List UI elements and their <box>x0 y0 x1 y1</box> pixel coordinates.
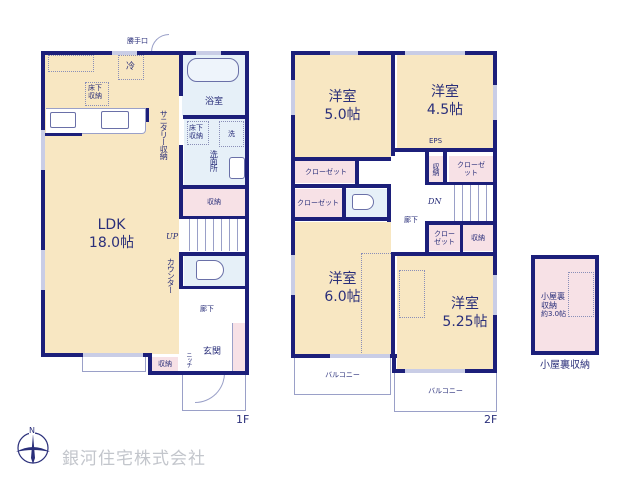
fridge-space <box>118 55 144 80</box>
floor-1f: LDK 18.0帖 冷 床下収納 サニタリー収納 カウンター 浴室 床下収納 洗… <box>0 0 260 430</box>
western-5-label: 洋室 <box>328 88 357 105</box>
western-525-label: 洋室 <box>451 295 479 312</box>
room-storage-1: 収納 <box>429 156 443 182</box>
room-entrance: 玄関 <box>182 331 232 373</box>
bath-label: 浴室 <box>204 96 223 107</box>
wall <box>41 51 249 55</box>
floor-tag-2f: 2F <box>484 413 498 426</box>
attic-ladder-marker <box>399 270 425 318</box>
room-corridor-1f: 廊下 <box>184 289 246 329</box>
western-525-size: 5.25帖 <box>442 314 488 330</box>
balcony-left-label: バルコニー <box>325 371 360 380</box>
washer-space <box>219 121 244 147</box>
stove-icon <box>50 112 76 128</box>
entrance-label: 玄関 <box>202 346 221 357</box>
ceiling-storage-marker <box>48 55 94 72</box>
western-45-size: 4.5帖 <box>426 102 464 118</box>
room-western-5: 洋室 5.0帖 <box>294 54 391 158</box>
shoe-storage <box>232 323 246 373</box>
closet-3-label: クローゼット <box>457 160 485 177</box>
storage-1-label: 収納 <box>432 163 441 175</box>
room-closet-1: クローゼット <box>294 161 358 183</box>
room-western-6: 洋室 6.0帖 <box>294 222 391 354</box>
attic-hatch-6 <box>361 253 393 355</box>
terrace <box>82 355 146 372</box>
compass: N <box>14 426 52 466</box>
room-closet-4: クローゼット <box>429 225 460 251</box>
room-closet-3: クローゼット <box>449 156 493 182</box>
floor-attic: 小屋裏収納 約3.0帖 小屋裏収納 <box>528 252 608 372</box>
porch <box>182 373 246 411</box>
stairs-down-label: DN <box>428 197 442 206</box>
washroom-label: 洗面所 <box>209 150 219 171</box>
balcony-right-label: バルコニー <box>428 387 463 396</box>
stairs-1f <box>182 219 246 251</box>
toilet-2f-icon <box>352 194 374 210</box>
room-attic: 小屋裏収納 約3.0帖 <box>531 255 599 355</box>
ldk-label: LDK <box>97 216 126 233</box>
room-storage-hall: 収納 <box>182 188 246 216</box>
underfloor-storage-kitchen-label: 床下収納 <box>88 84 102 101</box>
underfloor-storage-wash-label: 床下収納 <box>189 124 203 141</box>
attic-tag: 小屋裏収納 <box>540 360 590 371</box>
stairs-2f <box>447 185 493 221</box>
closet-4-label: クローゼット <box>434 229 455 246</box>
bathtub-icon <box>187 58 239 82</box>
attic-room-label: 小屋裏収納 <box>541 291 565 310</box>
floor-tag-1f: 1F <box>236 413 250 426</box>
room-western-525: 洋室 5.25帖 <box>397 256 493 370</box>
western-5-size: 5.0帖 <box>324 107 361 123</box>
washbasin-icon <box>229 157 245 179</box>
room-closet-2: クローゼット <box>294 189 342 217</box>
storage-2-label: 収納 <box>471 233 485 242</box>
back-door-label: 勝手口 <box>127 37 148 45</box>
room-storage-entrance: 収納 <box>152 357 178 371</box>
western-6-label: 洋室 <box>328 270 357 287</box>
underfloor-storage-kitchen <box>85 82 109 106</box>
ldk-size: 18.0帖 <box>88 235 135 251</box>
compass-north-label: N <box>29 426 35 435</box>
closet-1-label: クローゼット <box>305 167 347 176</box>
counter-label: カウンター <box>166 258 176 293</box>
corridor-2f-label: 廊下 <box>404 216 418 224</box>
storage-entrance-label: 収納 <box>158 359 172 368</box>
western-6-size: 6.0帖 <box>324 289 361 305</box>
western-45-label: 洋室 <box>431 83 459 100</box>
attic-hatch <box>568 272 594 317</box>
floor-2f: 洋室 5.0帖 洋室 4.5帖 EPS クローゼット クローゼット 収納 クロー… <box>291 51 498 426</box>
closet-2-label: クローゼット <box>297 198 339 207</box>
sanitary-storage-label: サニタリー収納 <box>159 110 169 159</box>
sink-icon <box>101 111 129 129</box>
company-name: 銀河住宅株式会社 <box>62 449 206 469</box>
underfloor-storage-wash <box>187 121 209 145</box>
storage-hall-label: 収納 <box>207 197 221 206</box>
room-western-45: 洋室 4.5帖 <box>397 54 493 148</box>
washer-label: 洗 <box>228 130 235 138</box>
room-storage-2: 収納 <box>463 225 493 251</box>
balcony-right: バルコニー <box>394 372 497 412</box>
attic-room-size: 約3.0帖 <box>541 310 567 319</box>
fridge-label: 冷 <box>126 62 136 72</box>
balcony-left: バルコニー <box>294 357 391 395</box>
room-ldk: LDK 18.0帖 <box>44 54 179 354</box>
niche-label: ニッチ <box>184 352 192 367</box>
stairs-up-label: UP <box>166 232 179 241</box>
corridor-1f-label: 廊下 <box>200 304 214 313</box>
toilet-icon <box>196 260 224 280</box>
eps-label: EPS <box>429 137 443 145</box>
